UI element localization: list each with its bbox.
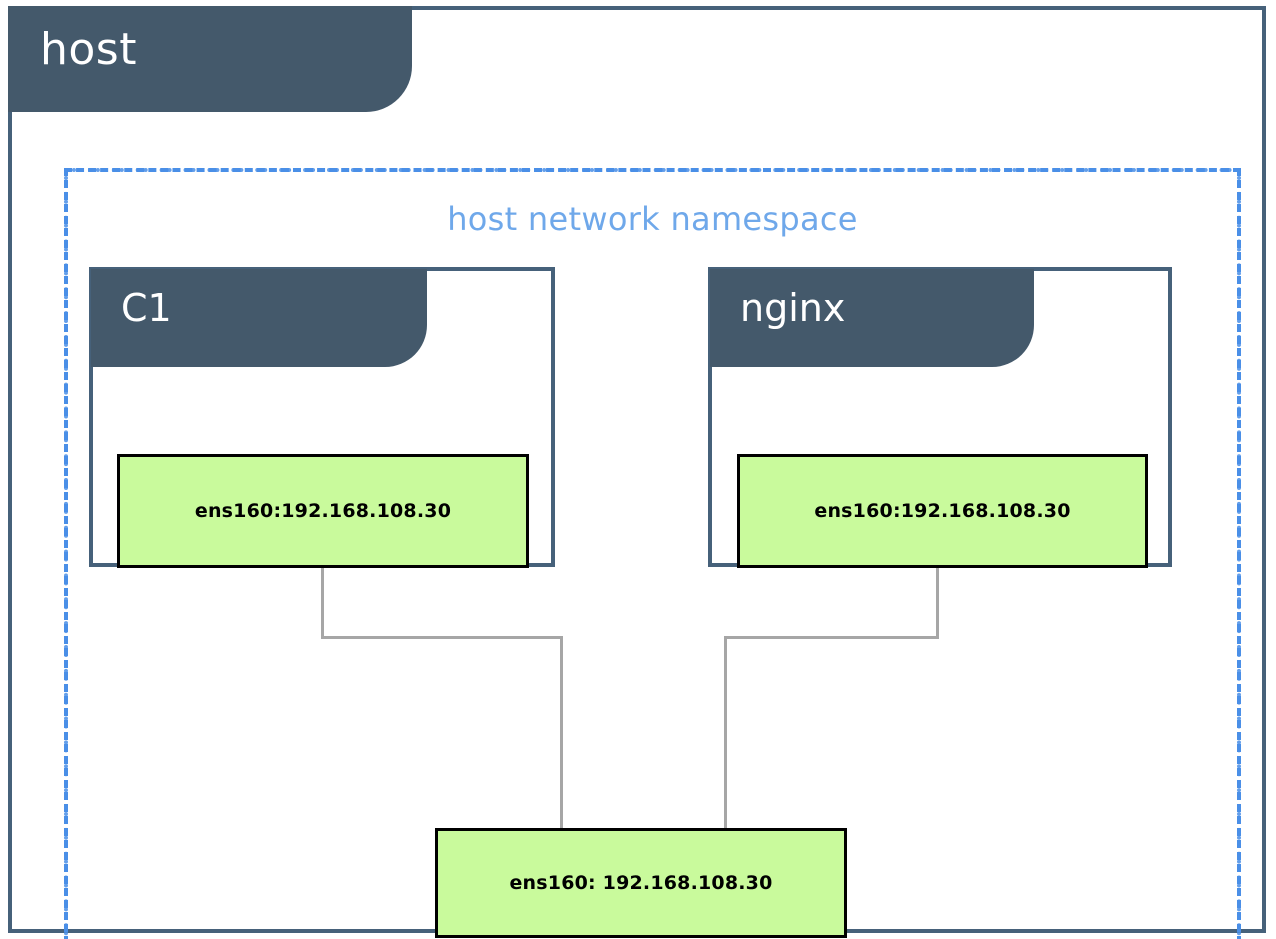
interface-box-c1[interactable]: ens160:192.168.108.30 [117,454,529,568]
connector-c1-segment-down [321,566,324,638]
connector-c1-segment-right [321,636,562,639]
host-network-namespace-label: host network namespace [447,200,858,238]
host-container: host network namespace C1 nginx ens160:1… [8,6,1266,939]
interface-box-nginx[interactable]: ens160:192.168.108.30 [737,454,1148,568]
interface-box-host[interactable]: ens160: 192.168.108.30 [435,828,847,938]
connector-c1-segment-drop [560,636,563,834]
connector-nginx-segment-down [936,566,939,638]
container-title-nginx: nginx [740,286,846,330]
container-header-tab-nginx: nginx [710,269,1034,367]
container-title-c1: C1 [121,286,172,330]
connector-nginx-segment-left [724,636,939,639]
host-header-tab: host [8,6,412,112]
host-title: host [40,24,137,75]
host-network-namespace-region [64,168,1241,939]
connector-nginx-segment-drop [724,636,727,834]
connector-layer [12,10,1262,929]
container-header-tab-c1: C1 [91,269,427,367]
